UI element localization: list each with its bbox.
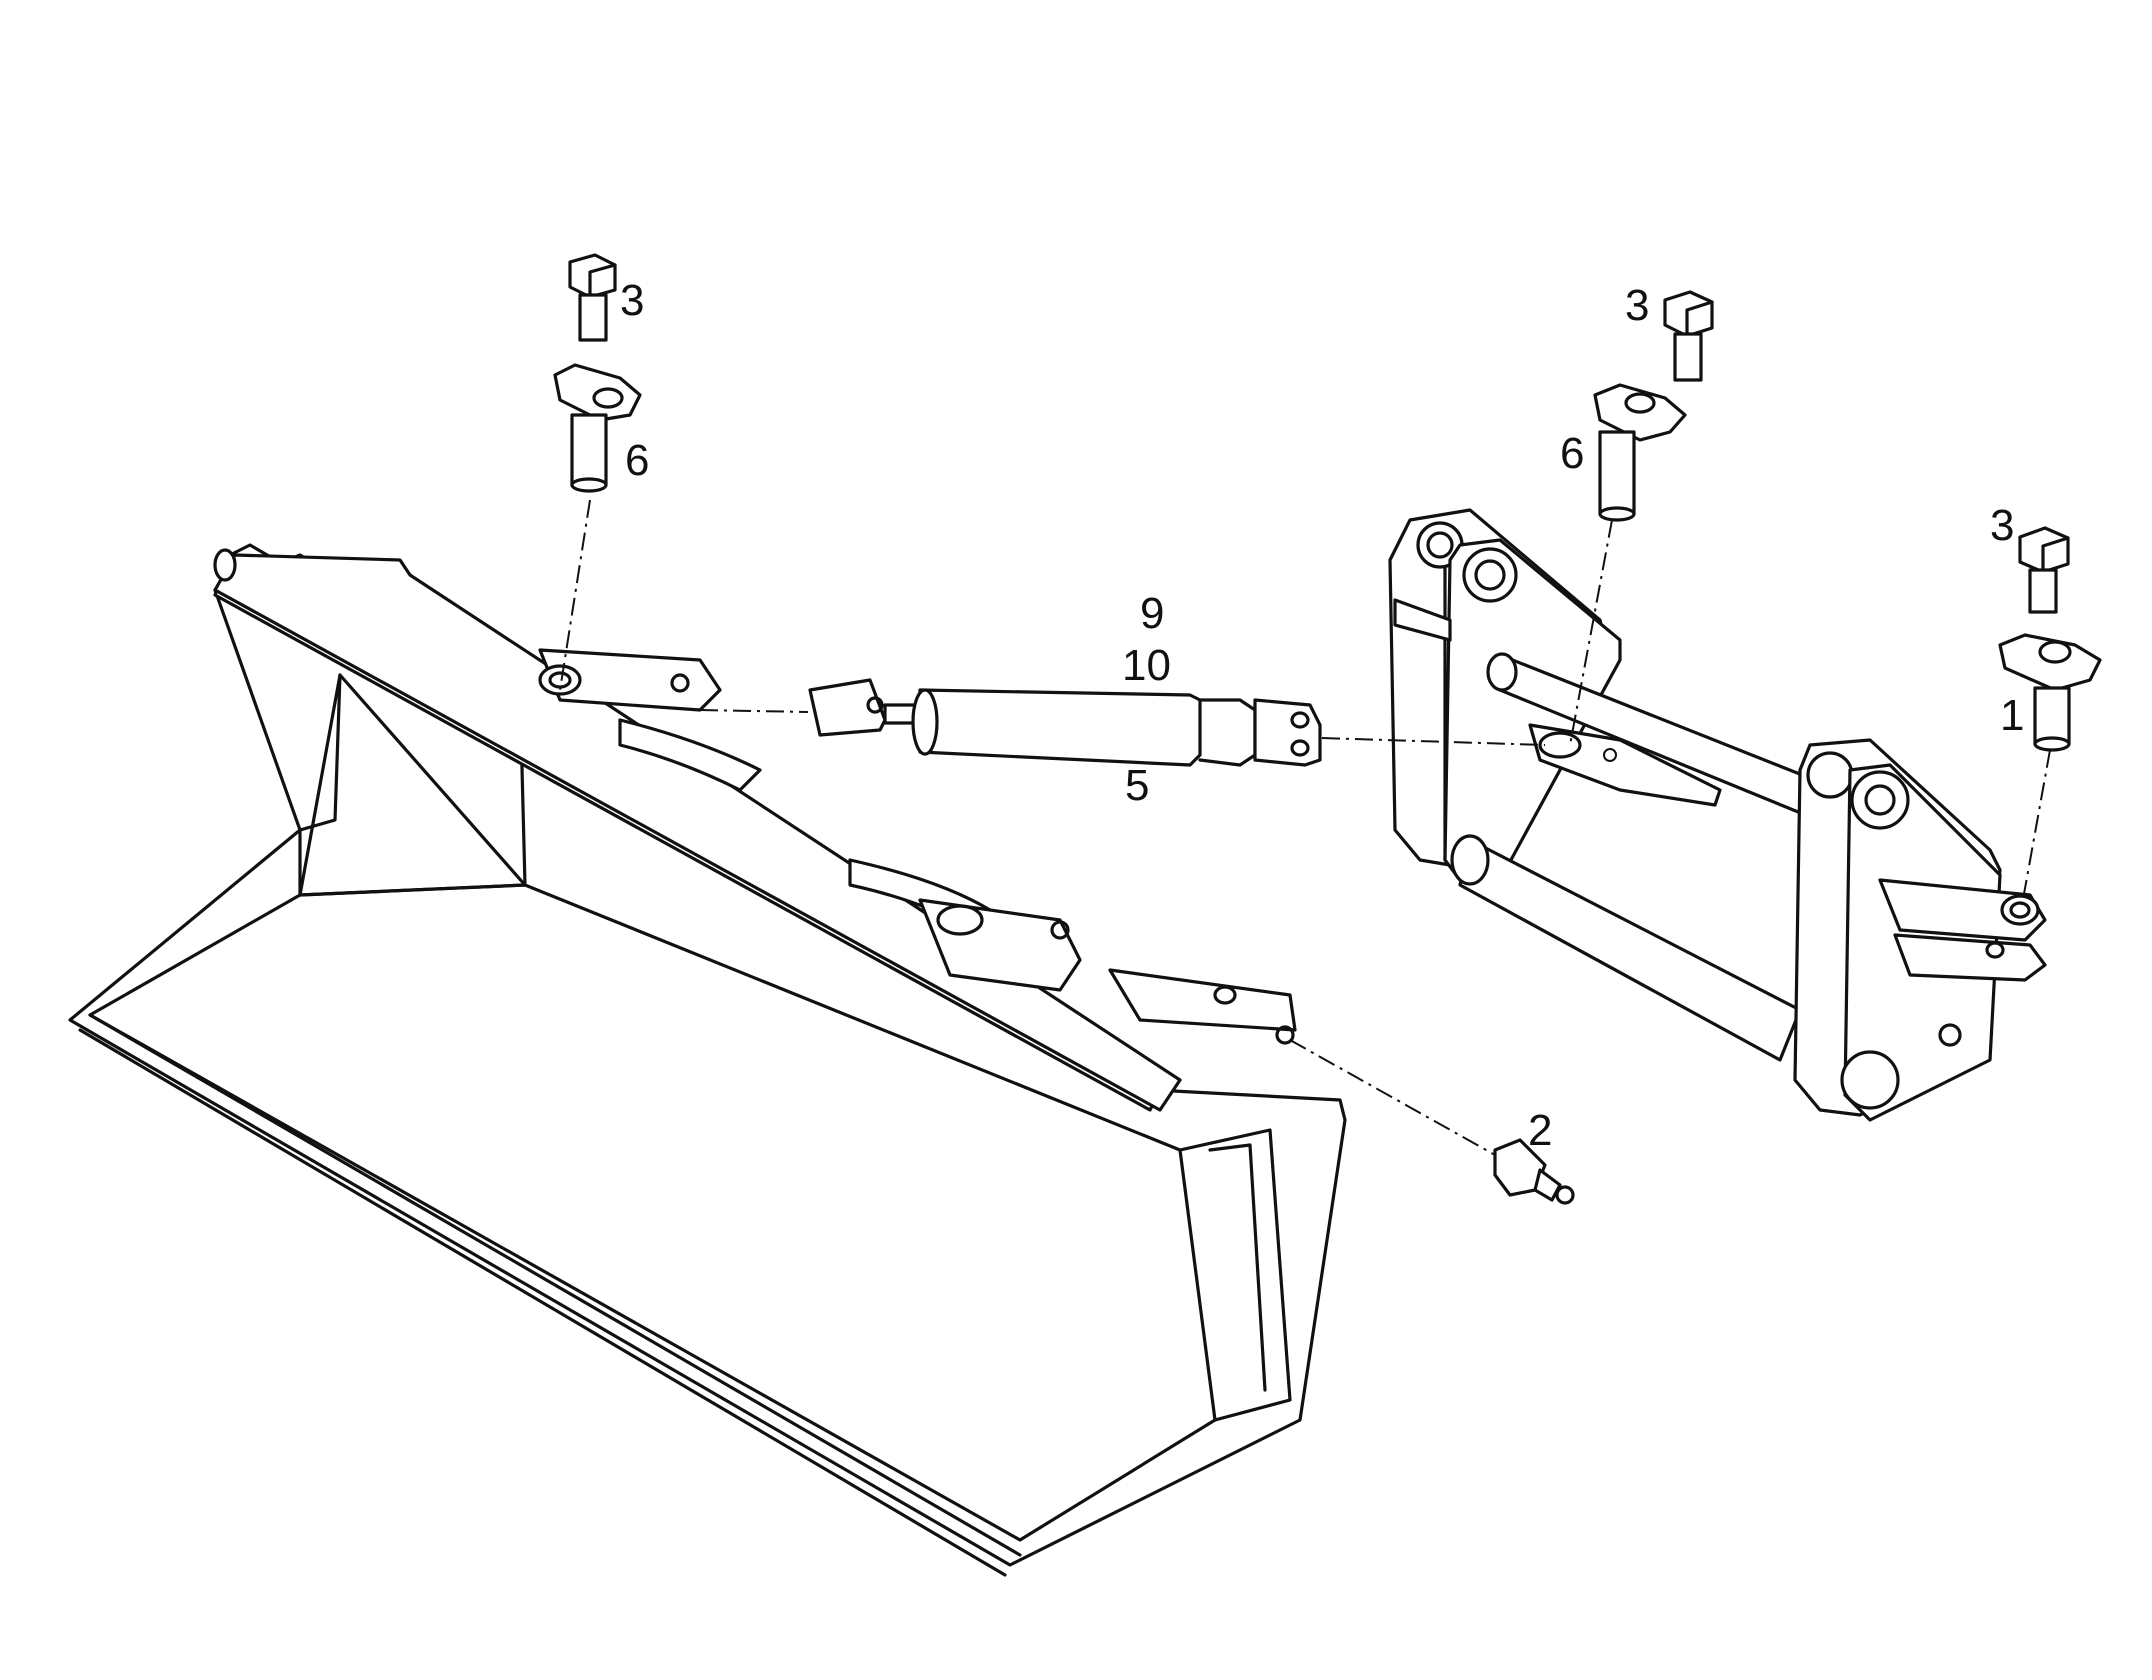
bucket-top-rail — [213, 543, 1297, 1112]
bolt-far-right — [2018, 526, 2070, 614]
callout-bolt-top-left: 3 — [620, 276, 644, 325]
pin-far-right — [1998, 633, 2102, 752]
grease-nipple — [1493, 1138, 1575, 1205]
callout-cylinder-c: 5 — [1125, 761, 1149, 810]
callout-cylinder-a: 9 — [1140, 589, 1164, 638]
leader-lines — [559, 499, 2051, 1156]
callout-pin-right: 6 — [1560, 429, 1584, 478]
callout-grease-nipple: 2 — [1528, 1106, 1552, 1155]
callout-bolt-top-right: 3 — [1625, 281, 1649, 330]
hydraulic-cylinder — [808, 678, 1322, 767]
bolt-top-right — [1663, 290, 1714, 382]
hitch-frame — [1388, 508, 2047, 1122]
callout-bolt-far-right: 3 — [1990, 501, 2014, 550]
pin-right — [1593, 383, 1687, 522]
pin-left — [553, 363, 642, 493]
callout-pin-far-right: 1 — [2000, 691, 2024, 740]
bolt-top-left — [568, 253, 617, 342]
callout-pin-left: 6 — [625, 436, 649, 485]
callout-cylinder-b: 10 — [1122, 641, 1171, 690]
